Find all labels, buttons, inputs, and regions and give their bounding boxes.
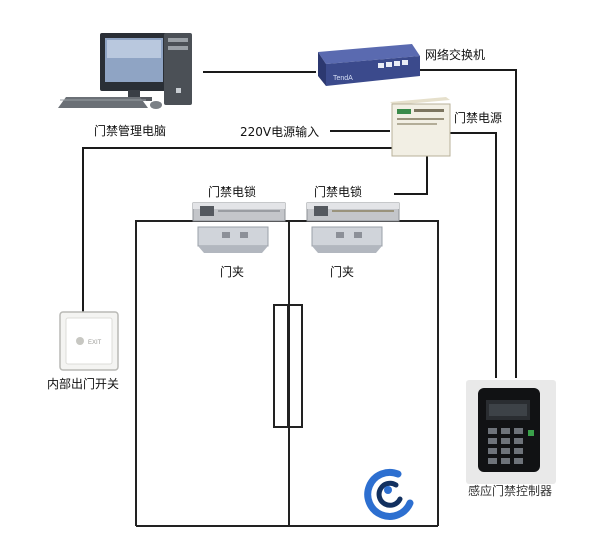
wire-power-to-exit-switch bbox=[82, 147, 392, 312]
label-door-clamp-left: 门夹 bbox=[220, 265, 245, 279]
electromagnetic-lock-icon-left bbox=[192, 202, 286, 222]
wiring bbox=[82, 69, 517, 378]
label-electric-lock-right: 门禁电锁 bbox=[314, 185, 363, 199]
door-clamp-bracket-icon-right bbox=[311, 226, 383, 253]
label-power-supply: 门禁电源 bbox=[454, 111, 503, 125]
wire-power-to-lock bbox=[394, 156, 428, 195]
label-network-switch: 网络交换机 bbox=[425, 48, 486, 62]
wire-power-to-controller bbox=[450, 132, 497, 378]
svg-text:TendA: TendA bbox=[333, 75, 353, 82]
label-management-computer: 门禁管理电脑 bbox=[94, 124, 167, 138]
door-left bbox=[135, 220, 290, 526]
svg-text:EXIT: EXIT bbox=[88, 340, 102, 346]
network-switch-icon: TendA bbox=[318, 44, 420, 86]
wire-switch-to-controller bbox=[420, 69, 517, 378]
door-right bbox=[289, 220, 439, 526]
double-glass-door bbox=[135, 220, 439, 527]
label-electric-lock-left: 门禁电锁 bbox=[208, 185, 257, 199]
label-exit-switch: 内部出门开关 bbox=[47, 377, 120, 391]
door-handle-left bbox=[273, 304, 289, 428]
card-reader-keypad-icon bbox=[466, 380, 556, 484]
exit-button-icon: EXIT bbox=[59, 311, 119, 371]
desktop-computer-icon bbox=[58, 33, 192, 109]
company-logo-icon bbox=[364, 468, 414, 520]
electromagnetic-lock-icon-right bbox=[306, 202, 400, 222]
door-handle-right bbox=[287, 304, 303, 428]
door-clamp-bracket-icon-left bbox=[197, 226, 269, 253]
label-controller: 感应门禁控制器 bbox=[468, 484, 553, 498]
power-supply-box-icon bbox=[390, 97, 451, 157]
label-220v-power-input: 220V电源输入 bbox=[240, 125, 320, 139]
label-door-clamp-right: 门夹 bbox=[330, 265, 355, 279]
